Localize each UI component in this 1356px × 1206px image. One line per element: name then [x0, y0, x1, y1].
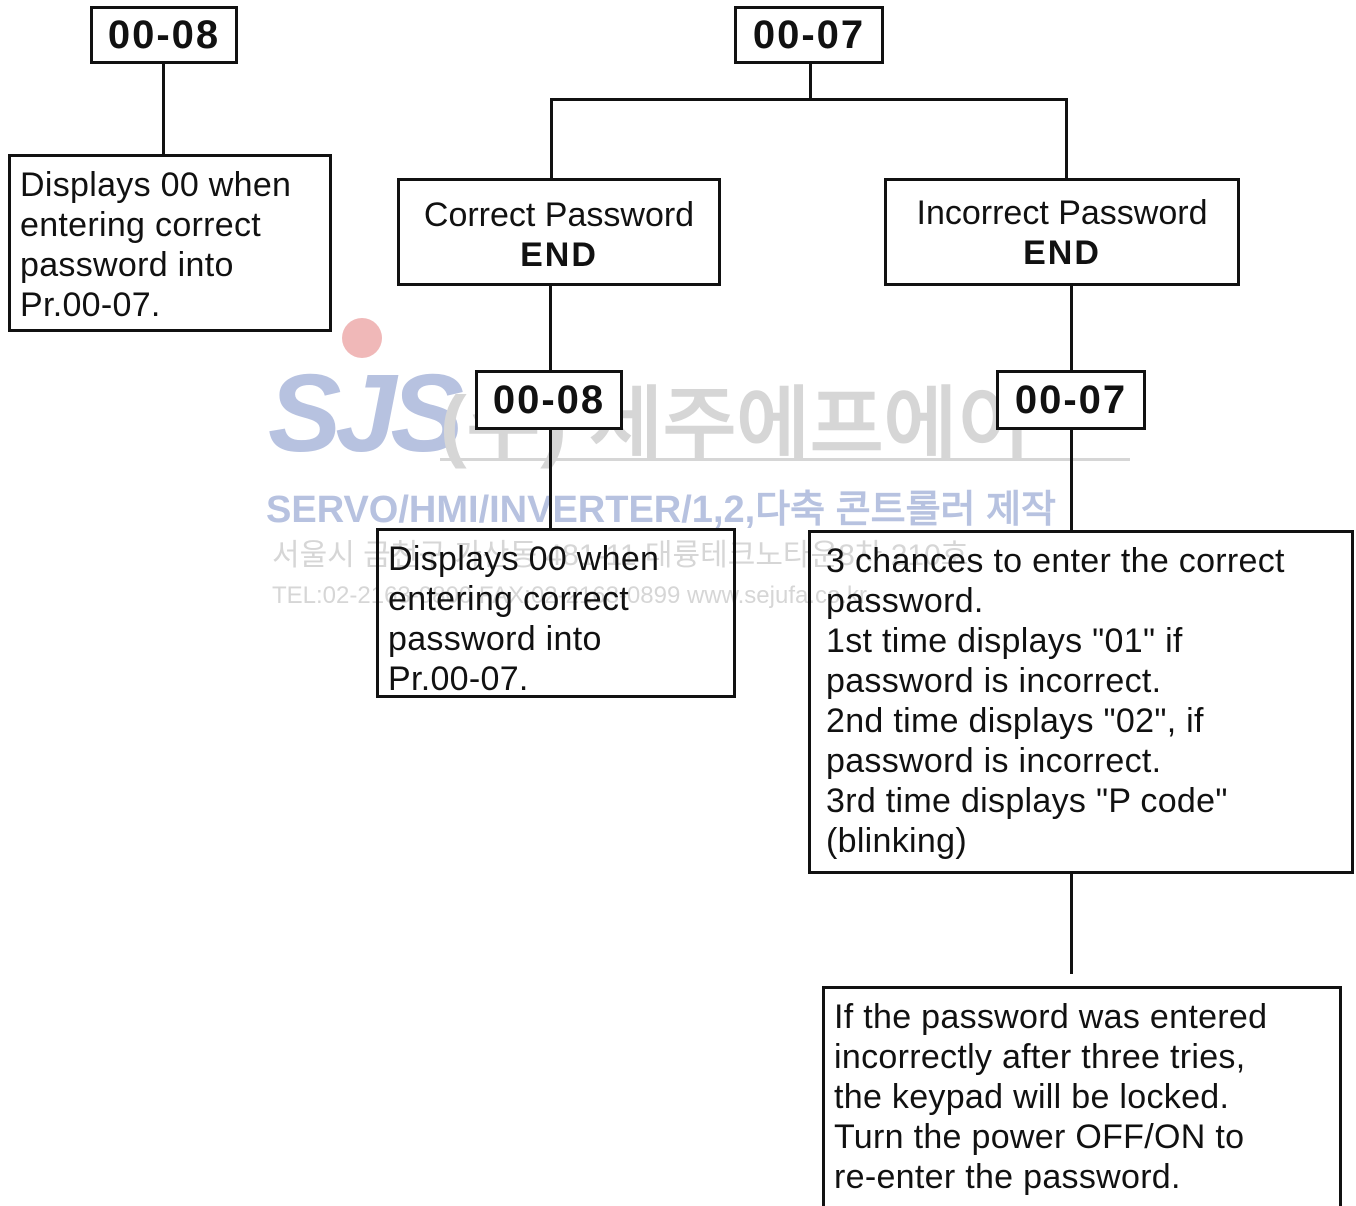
note-line: Pr.00-07. [20, 286, 161, 324]
note-line: password into [388, 620, 602, 658]
correct-end-label: END [520, 236, 598, 274]
watermark-contact: TEL:02-2163-0800 FAX:02-2163-0899 www.se… [272, 582, 868, 609]
note-three-chances: 3 chances to enter the correct password.… [808, 530, 1354, 874]
note-line: Displays 00 when [20, 166, 292, 204]
note-correct-display-left: Displays 00 when entering correct passwo… [8, 154, 332, 332]
note-keypad-locked: If the password was entered incorrectly … [822, 986, 1342, 1206]
note-correct-display: Displays 00 when entering correct passwo… [376, 528, 736, 698]
connector-incorrect-to-note [1070, 428, 1073, 532]
note-line: password is incorrect. [826, 662, 1162, 700]
watermark-address: 서울시 금천구 가산동 481-11 대륭테크노타운8차 210호 [272, 539, 969, 572]
note-line: incorrectly after three tries, [834, 1038, 1246, 1076]
param-box-00-08-top: 00-08 [90, 6, 238, 64]
watermark-logo-dot [342, 318, 382, 358]
connector-correct-drop [550, 98, 553, 180]
param-box-00-07-root: 00-07 [734, 6, 884, 64]
incorrect-password-title: Incorrect Password [916, 194, 1208, 232]
note-line: (blinking) [826, 822, 967, 860]
connector-root-stem [809, 64, 812, 100]
connector-incorrect-to-param [1070, 284, 1073, 372]
watermark-tagline: SERVO/HMI/INVERTER/1,2,다축 콘트롤러 제작 [266, 489, 1056, 531]
note-line: re-enter the password. [834, 1158, 1181, 1196]
correct-password-box: Correct Password END [397, 178, 721, 286]
note-line: 2nd time displays "02", if [826, 702, 1204, 740]
note-line: 1st time displays "01" if [826, 622, 1183, 660]
note-line: 3rd time displays "P code" [826, 782, 1228, 820]
correct-password-title: Correct Password [423, 196, 695, 234]
note-line: Pr.00-07. [388, 660, 529, 698]
note-line: the keypad will be locked. [834, 1078, 1230, 1116]
note-line: entering correct [20, 206, 262, 244]
param-box-00-07-incorrect: 00-07 [996, 370, 1146, 430]
note-line: password. [826, 582, 984, 620]
note-line: If the password was entered [834, 998, 1268, 1036]
connector-correct-to-note [549, 428, 552, 530]
connector-correct-to-param [549, 284, 552, 372]
connector-to-lock-note [1070, 872, 1073, 974]
connector-root-bar [550, 98, 1068, 101]
param-box-00-08-correct: 00-08 [475, 370, 623, 430]
incorrect-password-box: Incorrect Password END [884, 178, 1240, 286]
note-line: entering correct [388, 580, 630, 618]
note-line: password is incorrect. [826, 742, 1162, 780]
watermark-rule [440, 458, 1130, 461]
note-line: Turn the power OFF/ON to [834, 1118, 1245, 1156]
watermark-logo: SJS [268, 352, 464, 475]
note-line: password into [20, 246, 234, 284]
note-line: 3 chances to enter the correct [826, 542, 1285, 580]
connector-left [162, 64, 165, 156]
incorrect-end-label: END [1023, 234, 1101, 272]
note-line: Displays 00 when [388, 540, 660, 578]
connector-incorrect-drop [1065, 98, 1068, 180]
